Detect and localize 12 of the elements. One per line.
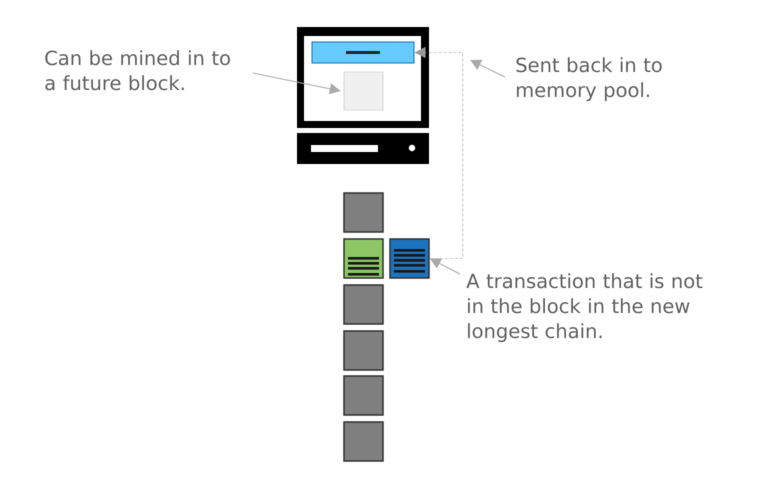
block — [343, 421, 384, 462]
block — [343, 192, 384, 233]
block — [343, 330, 384, 371]
block — [343, 375, 384, 416]
memory-pool-bar — [312, 42, 414, 64]
note-text: Can be mined in to a future block. — [45, 50, 230, 90]
block — [389, 238, 430, 279]
block — [343, 238, 384, 279]
block-placeholder — [344, 72, 384, 110]
block — [343, 284, 384, 325]
note-text: A transaction that is not in the block in the new longest chain. — [466, 273, 702, 342]
note-text: Sent back in to memory pool. — [516, 57, 662, 102]
